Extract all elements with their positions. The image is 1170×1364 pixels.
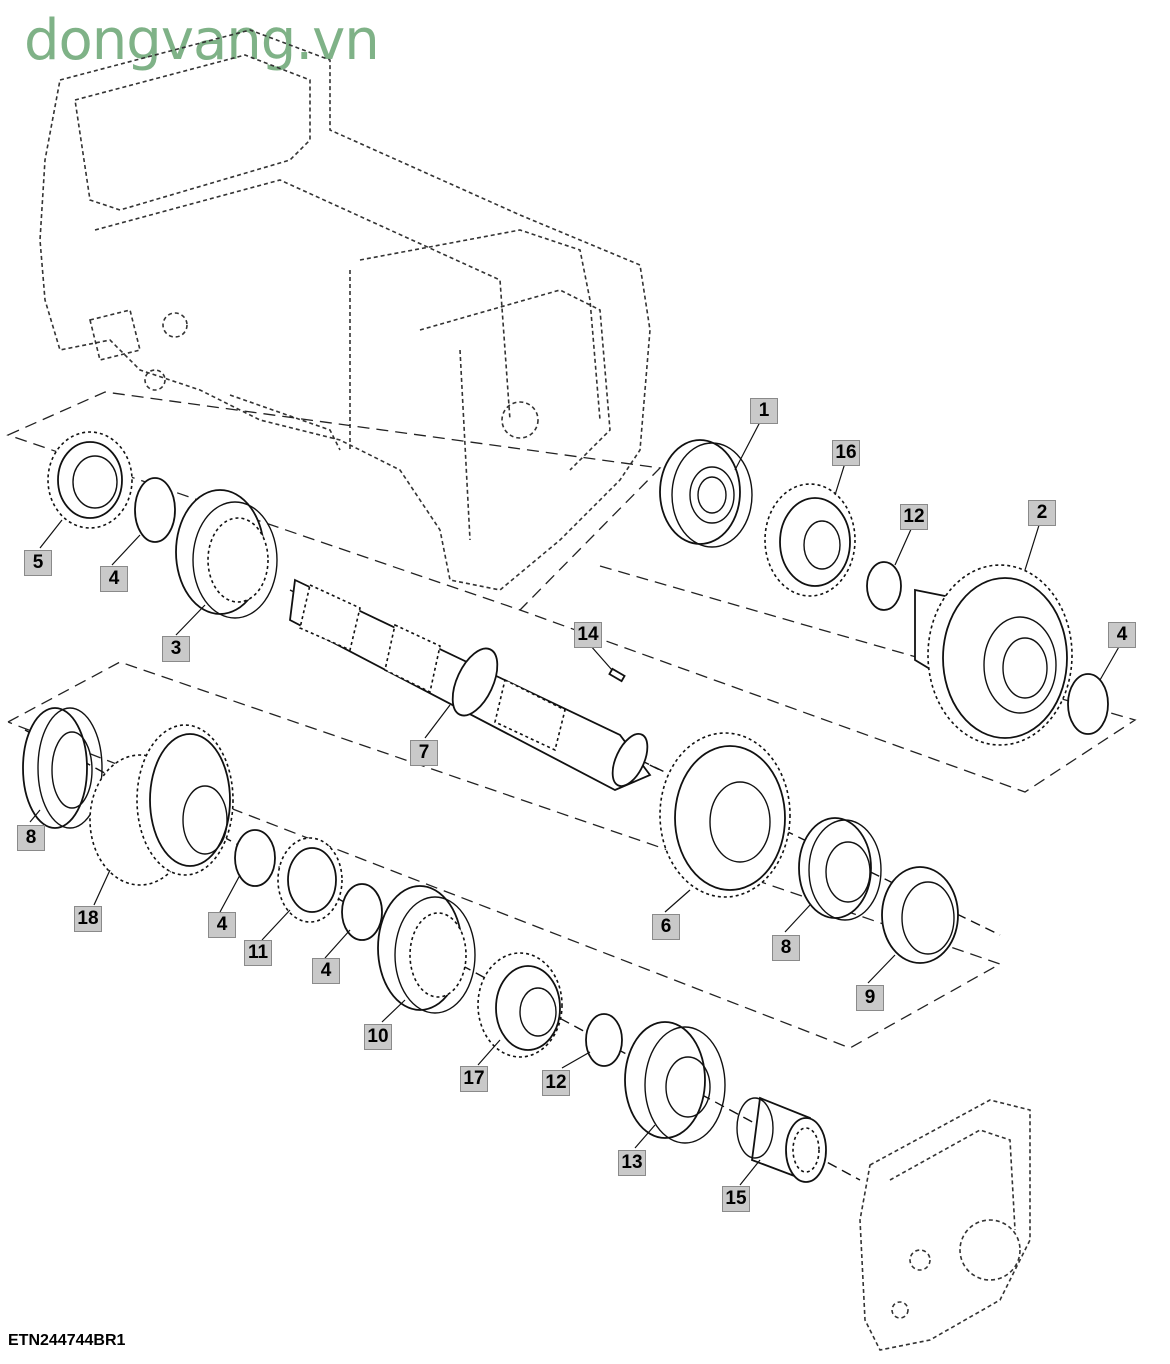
pin <box>608 667 626 683</box>
gear-6 <box>659 732 791 898</box>
callout-2: 2 <box>1028 500 1056 526</box>
bearing-13 <box>624 1021 726 1144</box>
gear-2 <box>914 564 1073 746</box>
gear-17 <box>477 952 563 1058</box>
callout-4-lower-1: 4 <box>208 912 236 938</box>
callout-16: 16 <box>832 440 860 466</box>
callout-8-left: 8 <box>17 825 45 851</box>
synchronizer-sleeve-3 <box>175 489 278 619</box>
countershaft-axis <box>24 729 861 1181</box>
bearing-1 <box>659 439 753 548</box>
callout-18: 18 <box>74 906 102 932</box>
callout-4-right: 4 <box>1108 622 1136 648</box>
snap-ring-4-upper-left <box>134 477 176 543</box>
callout-13: 13 <box>618 1150 646 1176</box>
leader-lines <box>29 421 1121 1186</box>
callout-3: 3 <box>162 636 190 662</box>
callout-5: 5 <box>24 550 52 576</box>
callout-12-lower: 12 <box>542 1070 570 1096</box>
callout-10: 10 <box>364 1024 392 1050</box>
rear-cover <box>859 1099 1031 1351</box>
callout-14: 14 <box>574 622 602 648</box>
watermark: dongvang.vn <box>24 8 380 73</box>
callout-17: 17 <box>460 1066 488 1092</box>
gear-16 <box>764 483 856 597</box>
spacer-ring-9 <box>881 866 959 964</box>
snap-ring-4-right <box>1067 673 1109 735</box>
gear-11 <box>277 837 343 923</box>
needle-bearing-15 <box>736 1096 827 1183</box>
transmission-housing <box>39 29 651 591</box>
snap-ring-12-upper <box>866 561 902 611</box>
callout-6: 6 <box>652 914 680 940</box>
callout-4-upper-left: 4 <box>100 566 128 592</box>
callout-7: 7 <box>410 740 438 766</box>
bearing-8-left <box>22 707 103 829</box>
callout-15: 15 <box>722 1186 750 1212</box>
callout-11: 11 <box>244 940 272 966</box>
gear-18 <box>89 724 234 886</box>
gear-5 <box>47 431 133 529</box>
snap-ring-4-lower-1 <box>234 829 276 887</box>
callout-12-upper: 12 <box>900 504 928 530</box>
callout-8-right: 8 <box>772 935 800 961</box>
snap-ring-12-lower <box>585 1013 623 1067</box>
upper-group-outline <box>6 391 1137 793</box>
bearing-8-right <box>798 817 882 921</box>
callout-9: 9 <box>856 985 884 1011</box>
callout-4-lower-2: 4 <box>312 958 340 984</box>
snap-ring-4-lower-2 <box>341 883 383 941</box>
main-shaft <box>289 578 652 791</box>
lower-group-outline <box>7 661 1002 1049</box>
callout-1: 1 <box>750 398 778 424</box>
synchronizer-sleeve-10 <box>377 885 476 1014</box>
reference-code: ETN244744BR1 <box>8 1332 126 1349</box>
